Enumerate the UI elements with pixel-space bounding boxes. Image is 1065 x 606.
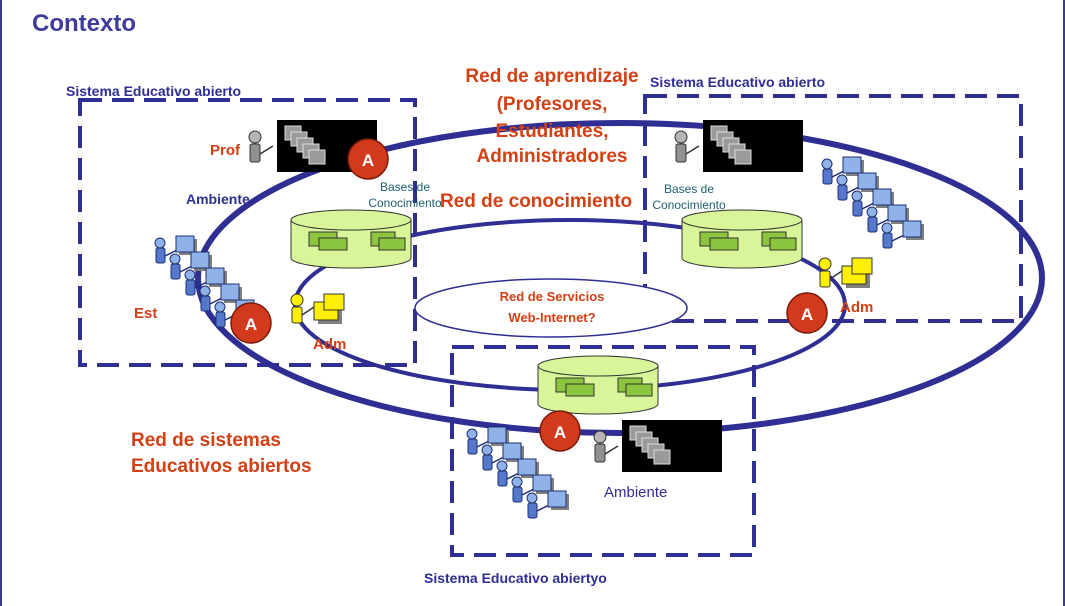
open-systems-network-label: Red de sistemas Educativos abiertos <box>131 430 312 477</box>
agent-letter: A <box>554 423 566 442</box>
admin-icon <box>290 293 345 325</box>
student-icon <box>526 490 570 519</box>
system-label-left: Sistema Educativo abierto <box>66 83 241 99</box>
learning-network-label: Red de aprendizaje (Profesores, Estudian… <box>465 66 638 167</box>
database-icon <box>290 209 412 269</box>
ambiente-label-left: Ambiente <box>186 191 250 207</box>
learning-network-line-2: (Profesores, <box>497 94 608 115</box>
learning-network-line-1: Red de aprendizaje <box>465 66 638 87</box>
teacher-icon <box>248 130 274 163</box>
system-box-bottom <box>450 345 756 557</box>
ambiente-label-bottom: Ambiente <box>604 484 667 501</box>
page-title: Contexto <box>32 10 136 37</box>
system-box-right <box>643 94 1023 323</box>
admin-icon <box>818 257 873 289</box>
knowledge-base-left-line-2: Conocimiento <box>368 196 442 210</box>
prof-label: Prof <box>210 142 241 159</box>
agent-letter: A <box>801 305 813 324</box>
knowledge-base-left-line-1: Bases de <box>380 180 430 194</box>
agent-letter: A <box>245 315 257 334</box>
screen-icon <box>621 419 723 473</box>
agent-icon: A <box>347 138 389 180</box>
system-label-right: Sistema Educativo abierto <box>650 74 825 90</box>
knowledge-base-label-right: Bases de Conocimiento <box>652 182 726 212</box>
ring-services-network <box>414 278 688 338</box>
agent-icon: A <box>230 302 272 344</box>
knowledge-base-right-line-2: Conocimiento <box>652 198 726 212</box>
services-network-line-2: Web-Internet? <box>508 310 595 325</box>
open-systems-line-2: Educativos abiertos <box>131 456 312 477</box>
screen-icon <box>702 119 804 173</box>
student-icon <box>881 220 925 249</box>
knowledge-network-label: Red de conocimiento <box>440 191 632 212</box>
agent-icon: A <box>539 410 581 452</box>
agent-letter: A <box>362 151 374 170</box>
database-icon <box>537 355 659 415</box>
services-network-label: Red de Servicios Web-Internet? <box>500 289 605 325</box>
adm-label-right: Adm <box>840 299 873 316</box>
ring-learning-network <box>195 120 1045 436</box>
learning-network-line-3: Estudiantes, <box>496 121 609 142</box>
est-label: Est <box>134 305 157 322</box>
adm-label-left: Adm <box>313 336 346 353</box>
knowledge-base-label-left: Bases de Conocimiento <box>368 180 442 210</box>
system-label-bottom: Sistema Educativo abiertyo <box>424 570 607 586</box>
agent-icon: A <box>786 292 828 334</box>
teacher-icon <box>674 130 700 163</box>
database-icon <box>681 209 803 269</box>
system-box-left <box>78 98 417 367</box>
services-network-line-1: Red de Servicios <box>500 289 605 304</box>
knowledge-base-right-line-1: Bases de <box>664 182 714 196</box>
learning-network-line-4: Administradores <box>477 146 628 167</box>
open-systems-line-1: Red de sistemas <box>131 430 281 451</box>
